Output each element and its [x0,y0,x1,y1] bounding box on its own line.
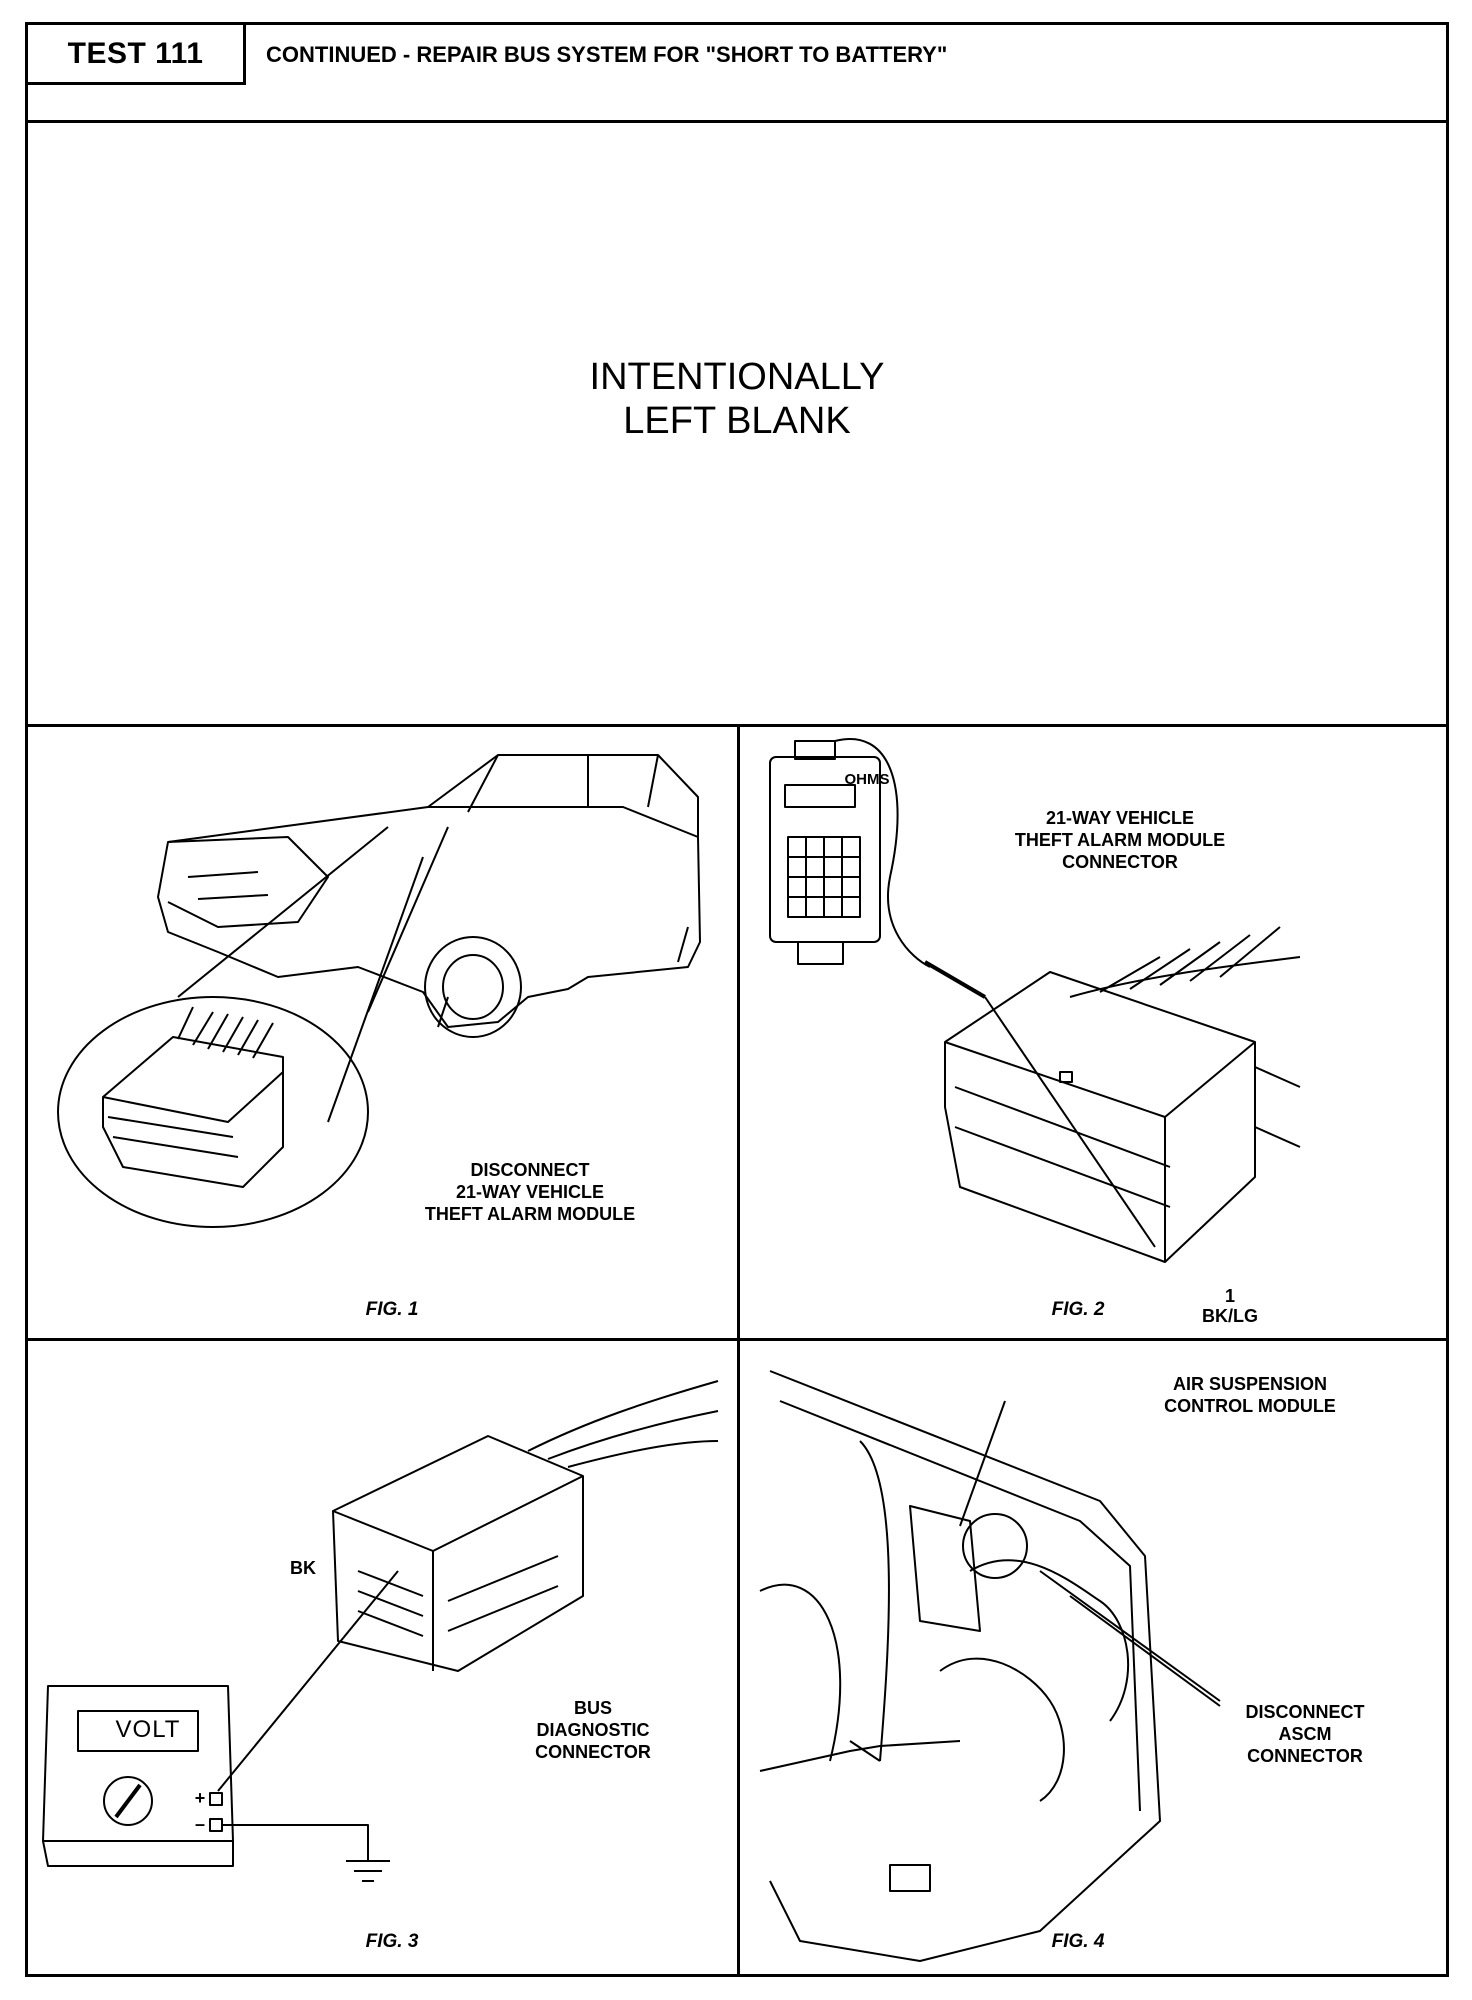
voltmeter-screen-box [77,1710,199,1752]
tester-and-connector-illustration [769,738,1301,1263]
car-with-connector-illustration [57,754,701,1228]
fig3-callout-line-3: CONNECTOR [535,1742,651,1762]
disconnect-ascm-callout-line-2: ASCM [1278,1724,1332,1744]
car-body [157,806,701,1028]
disconnect-ascm-callout-line-1: DISCONNECT [1245,1702,1365,1722]
wiring-harness [939,1559,1130,1802]
tester-screen-box [784,784,856,808]
voltmeter-screen-text: VOLT [115,1716,181,1743]
connector-detail-circle [57,996,369,1228]
selector-dial [103,1776,153,1826]
blank-notice: INTENTIONALLY LEFT BLANK [28,355,1446,443]
ascm-module-callout: AIR SUSPENSION CONTROL MODULE [1140,1373,1360,1417]
voltmeter-and-bus-connector-illustration [42,1380,719,1882]
ascm-module [909,1505,981,1632]
fig3-caption: FIG. 3 [365,1931,419,1952]
trunk-outline [769,1370,1161,1962]
fig2-callout-line-3: CONNECTOR [1062,852,1178,872]
21-way-connector [944,971,1256,1263]
disconnect-ascm-callout-line-3: CONNECTOR [1247,1746,1363,1766]
figure-4-panel: AIR SUSPENSION CONTROL MODULE DISCONNECT… [740,1341,1446,1974]
fig3-callout: BUS DIAGNOSTIC CONNECTOR [518,1697,668,1763]
ascm-module-callout-line-1: AIR SUSPENSION [1172,1374,1328,1394]
bk-wire-label: BK [290,1558,316,1578]
blank-notice-line-1: INTENTIONALLY [589,356,885,398]
front-wheel [424,936,522,1038]
test-title: CONTINUED - REPAIR BUS SYSTEM FOR "SHORT… [266,42,948,67]
fig2-caption: FIG. 2 [1051,1299,1105,1320]
pin-number-label: 1 [1224,1286,1235,1306]
fig4-caption: FIG. 4 [1051,1931,1105,1952]
fig1-callout-line-2: 21-WAY VEHICLE [455,1182,605,1202]
minus-terminal-label: – [194,1814,205,1834]
fig1-callout-line-1: DISCONNECT [470,1160,590,1180]
ascm-module-callout-line-2: CONTROL MODULE [1164,1396,1336,1416]
tester-screen-text: OHMS [844,771,890,788]
service-manual-page: TEST 111 CONTINUED - REPAIR BUS SYSTEM F… [25,22,1449,1977]
fig3-callout-line-2: DIAGNOSTIC [536,1720,650,1740]
fig2-callout: 21-WAY VEHICLE THEFT ALARM MODULE CONNEC… [990,807,1250,873]
fig1-callout-line-3: THEFT ALARM MODULE [424,1204,636,1224]
figure-2-panel: OHMS 21-WAY VEHICLE THEFT ALARM MODULE C… [740,727,1446,1341]
fig1-callout: DISCONNECT 21-WAY VEHICLE THEFT ALARM MO… [400,1159,660,1225]
disconnect-ascm-callout: DISCONNECT ASCM CONNECTOR [1220,1701,1390,1767]
fig1-caption: FIG. 1 [365,1299,419,1320]
fig2-callout-line-1: 21-WAY VEHICLE [1045,808,1195,828]
trunk-ascm-illustration [759,1370,1221,1962]
tester-cable [834,738,931,968]
wire-color-label: BK/LG [1202,1306,1258,1326]
test-number: TEST 111 [28,25,246,85]
figure-3-panel: VOLT + – BK BUS DIAGNOSTIC CONNECTOR FIG… [28,1341,740,1974]
fig2-callout-line-2: THEFT ALARM MODULE [1014,830,1226,850]
bus-diagnostic-connector [332,1435,584,1672]
blank-notice-line-2: LEFT BLANK [623,400,851,442]
fig3-callout-line-1: BUS [573,1698,612,1718]
plus-terminal-label: + [194,1788,206,1808]
figure-1-panel: DISCONNECT 21-WAY VEHICLE THEFT ALARM MO… [28,727,740,1341]
ground-symbol [346,1860,390,1882]
blank-panel: INTENTIONALLY LEFT BLANK [28,123,1446,727]
page-header: TEST 111 CONTINUED - REPAIR BUS SYSTEM F… [28,25,1446,123]
